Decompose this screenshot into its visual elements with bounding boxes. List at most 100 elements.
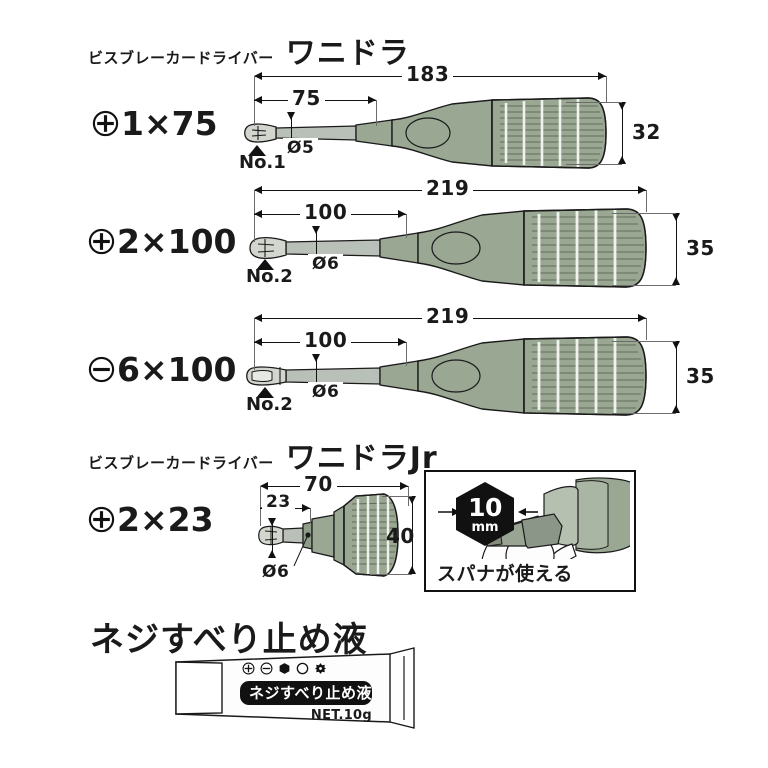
- dim-arrow-right: [638, 314, 646, 322]
- tube-product-name: ネジすべり止め液: [240, 681, 372, 705]
- dim-line-dia-3: [316, 354, 317, 402]
- tube-icon-row: [240, 660, 372, 679]
- model-code: 2×23: [117, 500, 214, 539]
- tube-label: ネジすべり止め液 NET.10g: [240, 660, 372, 723]
- dim-shaft-length-2: 100: [300, 200, 352, 224]
- hex-size-badge: 10 mm: [456, 482, 514, 546]
- ext-line: [566, 164, 622, 165]
- tip-label-2: No.2: [246, 266, 293, 287]
- dim-arrow-right: [368, 96, 376, 104]
- dim-arrow-right: [598, 72, 606, 80]
- tip-label-1: No.1: [239, 152, 286, 173]
- dim-arrow-down: [312, 226, 320, 234]
- ext-line: [376, 100, 377, 126]
- ext-line: [612, 341, 676, 342]
- model-label-1x75: 1×75: [92, 104, 218, 143]
- dim-arrow-down: [618, 102, 626, 110]
- model-code: 1×75: [121, 104, 218, 143]
- phillips-circle-icon: [88, 228, 115, 255]
- dim-arrow-down: [408, 496, 416, 504]
- ext-line: [406, 342, 407, 366]
- section-title: ワニドラ: [285, 36, 410, 71]
- section-subtitle: ビスブレーカードライバー: [88, 454, 274, 472]
- dim-line-dia-1: [291, 112, 292, 156]
- dim-arrow-left: [254, 186, 262, 194]
- section-subtitle: ビスブレーカードライバー: [88, 49, 274, 67]
- circle-outline-icon: [296, 660, 309, 679]
- ext-line: [406, 214, 407, 238]
- dim-line-32: [622, 102, 623, 164]
- dim-handle-dia-3: 35: [682, 364, 719, 388]
- dim-line-dia-jr: [272, 518, 273, 558]
- dim-shaft-dia-2: Ø6: [308, 254, 344, 274]
- dim-shaft-length-3: 100: [300, 328, 352, 352]
- section-heading-jr: ビスブレーカードライバー ワニドラJr: [88, 433, 438, 477]
- slotted-circle-icon: [260, 660, 273, 679]
- dim-arrow-up: [408, 566, 416, 574]
- ext-line: [646, 190, 647, 212]
- dim-arrow-right: [302, 504, 310, 512]
- model-label-2x23: 2×23: [88, 500, 214, 539]
- dim-total-length-jr: 70: [300, 472, 337, 496]
- ext-line: [566, 102, 622, 103]
- dim-arrow-up: [268, 550, 276, 558]
- model-code: 6×100: [117, 350, 237, 389]
- dim-arrow-up: [672, 277, 680, 285]
- section-title-liquid: ネジすべり止め液: [90, 620, 368, 660]
- dim-total-length-2: 219: [422, 176, 474, 200]
- ext-line: [382, 496, 412, 497]
- panel-caption: スパナが使える: [434, 559, 576, 586]
- wrench-illustration-panel: 10 mm スパナが使える: [424, 470, 636, 592]
- phillips-circle-icon: [88, 506, 115, 533]
- dim-arrow-down: [672, 341, 680, 349]
- model-label-2x100: 2×100: [88, 222, 237, 261]
- torx-icon: [314, 660, 327, 679]
- ext-line: [612, 413, 676, 414]
- slotted-circle-icon: [88, 356, 115, 383]
- dim-arrow-down: [312, 354, 320, 362]
- section-heading-main: ビスブレーカードライバー ワニドラ: [88, 28, 410, 72]
- ext-line: [646, 318, 647, 340]
- badge-size-unit: mm: [471, 519, 499, 535]
- phillips-circle-icon: [242, 660, 255, 679]
- dim-arrow-left: [254, 314, 262, 322]
- dim-line-dia-2: [316, 226, 317, 274]
- model-label-6x100: 6×100: [88, 350, 237, 389]
- dim-arrow-up: [672, 405, 680, 413]
- model-code: 2×100: [117, 222, 237, 261]
- dim-arrow-down: [672, 213, 680, 221]
- tip-pointer-icon: [255, 256, 275, 275]
- dim-arrow-down: [287, 112, 295, 120]
- dim-total-length-1: 183: [402, 62, 454, 86]
- dim-arrow-right: [400, 482, 408, 490]
- hex-solid-icon: [278, 660, 291, 679]
- dim-handle-dia-2: 35: [682, 236, 719, 260]
- dim-handle-dia-jr: 40: [386, 524, 415, 548]
- ext-line: [612, 213, 676, 214]
- dim-shaft-length-1: 75: [288, 86, 325, 110]
- badge-size-value: 10: [468, 492, 502, 522]
- dim-arrow-up: [618, 156, 626, 164]
- tip-label-3: No.2: [246, 394, 293, 415]
- dim-shaft-dia-1: Ø5: [283, 138, 319, 158]
- dim-total-length-3: 219: [422, 304, 474, 328]
- ext-line: [612, 285, 676, 286]
- tip-pointer-icon: [255, 384, 275, 403]
- phillips-circle-icon: [92, 110, 119, 137]
- dim-arrow-right: [398, 338, 406, 346]
- dim-line-40: [412, 496, 413, 574]
- dim-arrow-left: [260, 482, 268, 490]
- dim-line-35-b: [676, 341, 677, 413]
- dim-shaft-dia-3: Ø6: [308, 382, 344, 402]
- dim-arrow-left: [254, 338, 262, 346]
- dim-arrow-down: [268, 518, 276, 526]
- section-title: ワニドラJr: [285, 441, 438, 476]
- dim-shaft-dia-jr: Ø6: [258, 562, 294, 582]
- dim-arrow-right: [398, 210, 406, 218]
- ext-line: [370, 574, 412, 575]
- dim-arrow-left: [254, 210, 262, 218]
- ext-line: [310, 508, 311, 524]
- tip-pointer-icon: [247, 142, 267, 161]
- tube-net-weight: NET.10g: [310, 708, 372, 723]
- dim-line-35-a: [676, 213, 677, 285]
